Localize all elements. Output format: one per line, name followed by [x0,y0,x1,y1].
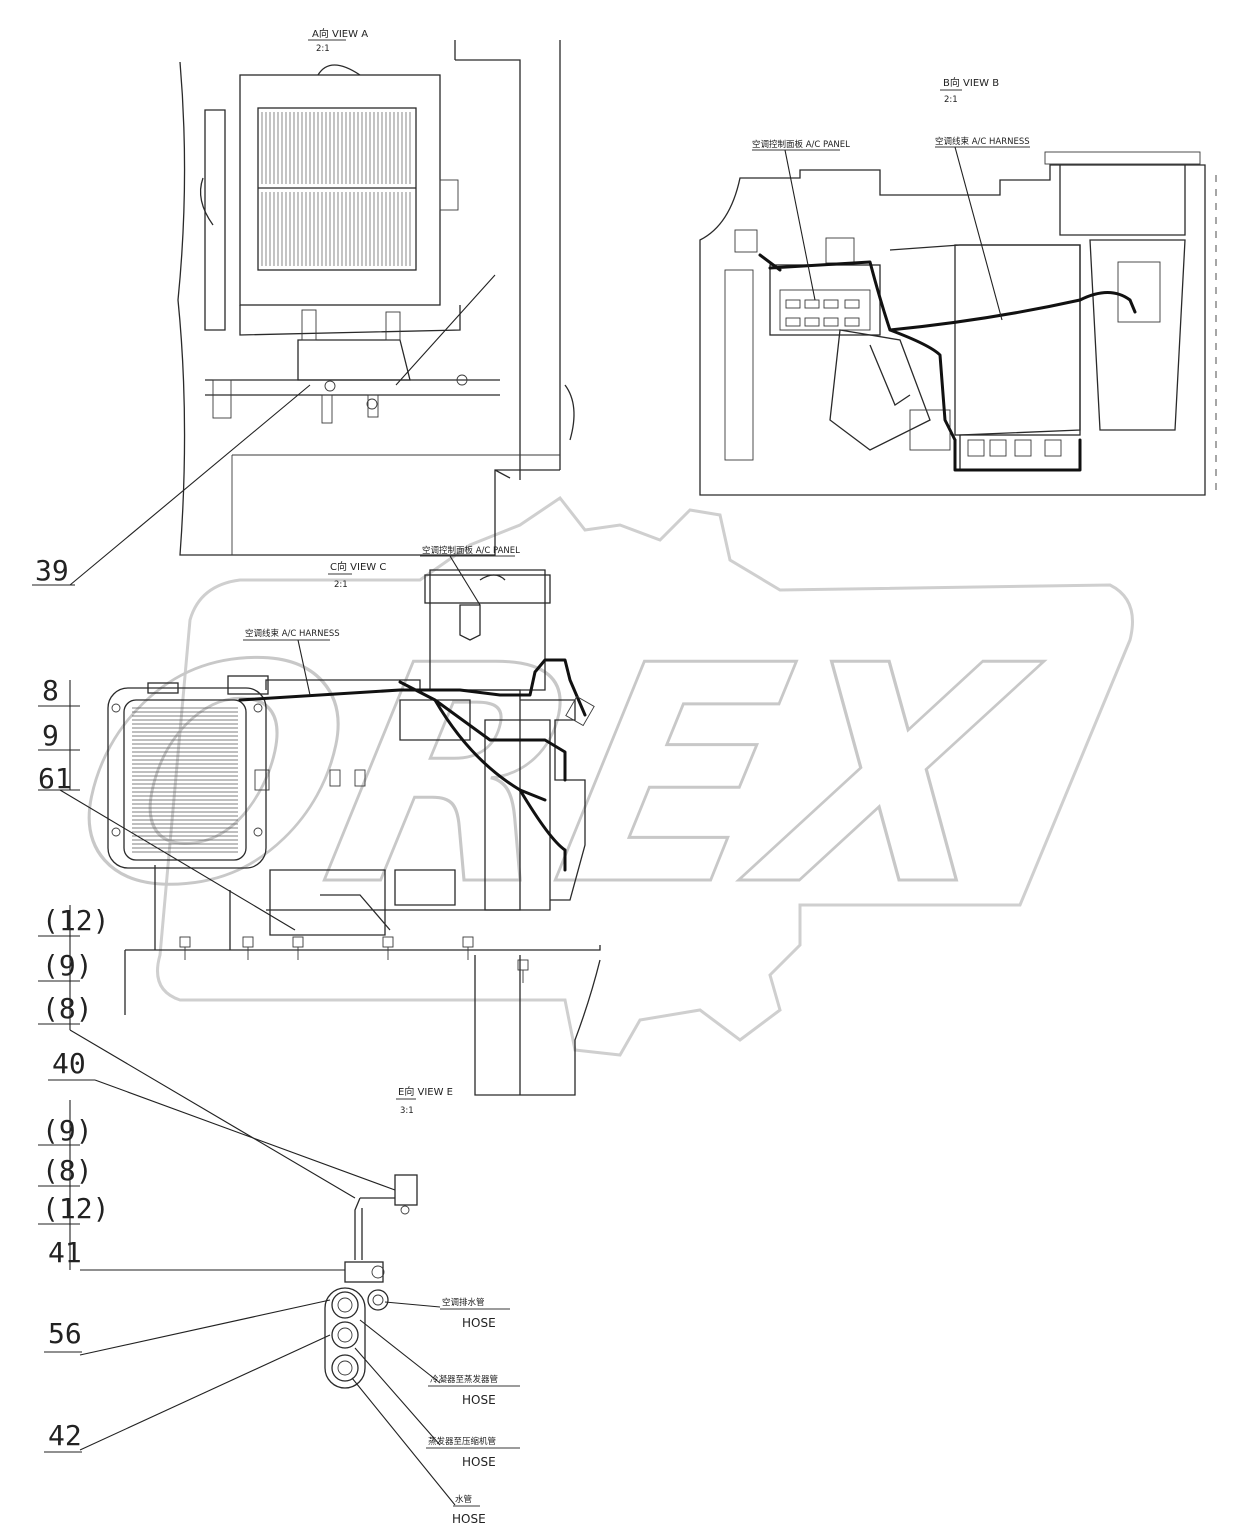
view-b-panel-buttons [785,299,860,327]
view-e-callouts: 40 (9) (8) (12) 41 56 42 [38,1047,396,1453]
leader-39 [69,384,311,586]
view-e-scale: 3:1 [400,1106,414,1116]
callout-39: 39 [35,554,69,587]
view-b-title: B向 VIEW B [943,76,999,89]
hose-4-en: HOSE [452,1512,486,1526]
view-c-panel-label: 空调控制面板 A/C PANEL [422,545,520,556]
hose-2-en: HOSE [462,1393,496,1407]
view-e: E向 VIEW E 3:1 [79,1085,456,1506]
hose-labels: 空调排水管 HOSE 冷凝器至蒸发器管 HOSE 蒸发器至压缩机管 HOSE 水… [426,1297,520,1526]
callout-9-ref: (9) [42,949,93,982]
watermark: OREX [46,495,1134,1057]
view-c-grille [132,707,238,853]
view-b: B向 VIEW B 2:1 空调控制面板 A/C PANEL 空调线束 A/C … [699,76,1217,496]
view-c-bolts [179,936,529,983]
hose-1-en: HOSE [462,1316,496,1330]
view-c-title: C向 VIEW C [330,560,386,573]
view-b-harness [758,253,1137,442]
view-a: A向 VIEW A 2:1 [69,27,575,586]
callout-8-ref-2: (8) [42,1154,93,1187]
hose-2-cn: 冷凝器至蒸发器管 [430,1374,498,1385]
view-c-harness-label: 空调线束 A/C HARNESS [245,628,340,639]
hose-1-cn: 空调排水管 [442,1297,485,1308]
callout-42: 42 [48,1419,82,1452]
callout-56: 56 [48,1317,82,1350]
callout-9-ref-2: (9) [42,1114,93,1147]
callout-8: 8 [42,674,59,707]
view-b-scale: 2:1 [944,95,958,105]
callout-12-ref: (12) [42,904,109,937]
hose-3-en: HOSE [462,1455,496,1469]
callout-9: 9 [42,719,59,752]
watermark-gear-shape [156,495,1134,1057]
view-b-panel-label: 空调控制面板 A/C PANEL [752,139,850,150]
callout-12-ref-2: (12) [42,1192,109,1225]
leader-61 [59,789,296,931]
view-c-harness [238,658,587,717]
callout-8-ref: (8) [42,992,93,1025]
view-c-callouts: 8 9 61 (12) (9) (8) [38,674,356,1199]
hose-4-cn: 水管 [455,1494,472,1505]
view-b-connectors [967,439,1062,457]
view-b-harness-label: 空调线束 A/C HARNESS [935,136,1030,147]
callout-40: 40 [52,1047,86,1080]
callout-41: 41 [48,1236,82,1269]
hose-3-cn: 蒸发器至压缩机管 [428,1436,496,1447]
view-e-title: E向 VIEW E [398,1085,453,1098]
view-a-title: A向 VIEW A [312,27,368,40]
view-a-grille [261,112,411,266]
view-a-scale: 2:1 [316,44,330,54]
view-c-scale: 2:1 [334,580,348,590]
view-c: C向 VIEW C 2:1 空调控制面板 A/C PANEL 空调线束 A/C … [59,545,601,1096]
